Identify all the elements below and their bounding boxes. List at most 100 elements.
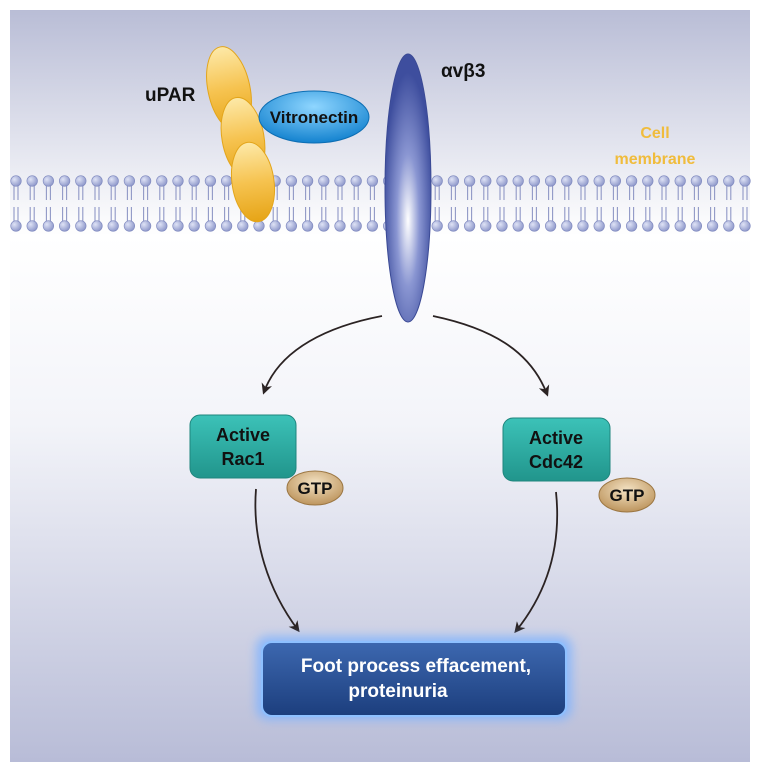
lipid-head xyxy=(91,175,103,187)
lipid-head xyxy=(42,220,55,232)
lipid-head xyxy=(431,220,443,232)
lipid-head xyxy=(528,175,541,187)
lipid-head xyxy=(464,175,476,187)
lipid-head xyxy=(221,175,233,187)
phospholipid xyxy=(642,175,654,232)
phospholipid xyxy=(625,175,638,232)
phospholipid xyxy=(544,175,557,232)
lipid-head xyxy=(739,220,751,232)
membrane-label-line2: membrane xyxy=(615,151,696,168)
upar-label: uPAR xyxy=(145,85,196,106)
phospholipid xyxy=(221,175,233,232)
lipid-head xyxy=(723,220,735,232)
phospholipid xyxy=(431,175,443,232)
lipid-head xyxy=(123,175,135,187)
lipid-head xyxy=(302,220,314,232)
phospholipid xyxy=(658,175,670,232)
upar-receptor xyxy=(206,46,276,223)
lipid-head xyxy=(674,220,686,232)
lipid-head xyxy=(544,220,557,232)
lipid-head xyxy=(366,175,379,187)
membrane-label-line1: Cell xyxy=(640,125,669,142)
phospholipid xyxy=(690,175,703,232)
lipid-head xyxy=(642,220,654,232)
lipid-head xyxy=(318,175,330,187)
active-rac1-node: Active Rac1 xyxy=(189,414,297,479)
arrow-integrin-to-cdc42 xyxy=(432,315,550,397)
lipid-head xyxy=(577,220,589,232)
phospholipid xyxy=(156,175,168,232)
lipid-head xyxy=(561,220,573,232)
lipid-head xyxy=(237,220,249,232)
lipid-head xyxy=(561,175,573,187)
lipid-head xyxy=(496,175,508,187)
lipid-head xyxy=(512,175,524,187)
lipid-head xyxy=(690,220,703,232)
lipid-head xyxy=(739,175,751,187)
lipid-head xyxy=(302,175,314,187)
cdc42-label-line2: Cdc42 xyxy=(529,452,583,472)
upar-domain-3 xyxy=(230,141,276,223)
phospholipid xyxy=(302,175,314,232)
lipid-head xyxy=(221,220,233,232)
phospholipid xyxy=(464,175,476,232)
gtp-left-node: GTP xyxy=(286,470,344,506)
phospholipid xyxy=(123,175,135,232)
lipid-head xyxy=(334,175,346,187)
phospholipid xyxy=(593,175,605,232)
gtp-left-shape xyxy=(286,470,344,506)
lipid-head xyxy=(318,220,330,232)
phospholipid xyxy=(350,175,362,232)
integrin-avb3-shape xyxy=(384,53,432,323)
lipid-head xyxy=(706,175,719,187)
cdc42-box xyxy=(502,417,611,482)
lipid-head xyxy=(690,175,703,187)
phospholipid xyxy=(561,175,573,232)
phospholipid xyxy=(204,175,216,232)
lipid-head xyxy=(366,220,379,232)
lipid-head xyxy=(577,175,589,187)
lipid-head xyxy=(10,175,22,187)
lipid-head xyxy=(674,175,686,187)
lipid-head xyxy=(350,220,362,232)
lipid-head xyxy=(75,220,87,232)
phospholipid xyxy=(674,175,686,232)
lipid-head xyxy=(431,175,443,187)
rac1-box xyxy=(189,414,297,479)
arrow-cdc42-to-outcome xyxy=(514,491,559,634)
phospholipid xyxy=(723,175,735,232)
rac1-label-line2: Rac1 xyxy=(221,449,264,469)
arrow-integrin-to-rac1 xyxy=(261,315,383,395)
phospholipid xyxy=(91,175,103,232)
outcome-box xyxy=(261,641,567,717)
phospholipid xyxy=(447,175,460,232)
phospholipid xyxy=(609,175,622,232)
gtp-right-node: GTP xyxy=(598,477,656,513)
lipid-head xyxy=(593,220,605,232)
phospholipid xyxy=(107,175,119,232)
lipid-head xyxy=(447,220,460,232)
phospholipid xyxy=(706,175,719,232)
phospholipid xyxy=(528,175,541,232)
active-cdc42-node: Active Cdc42 xyxy=(502,417,611,482)
lipid-head xyxy=(658,220,670,232)
lipid-head xyxy=(58,220,71,232)
phospholipid xyxy=(75,175,87,232)
lipid-head xyxy=(350,175,362,187)
integrin-label: αvβ3 xyxy=(441,61,485,82)
lipid-head xyxy=(107,220,119,232)
lipid-head xyxy=(723,175,735,187)
lipid-head xyxy=(188,220,200,232)
lipid-head xyxy=(26,220,38,232)
lipid-head xyxy=(334,220,346,232)
lipid-head xyxy=(269,220,281,232)
lipid-head xyxy=(156,175,168,187)
lipid-head xyxy=(42,175,55,187)
lipid-head xyxy=(172,220,184,232)
lipid-head xyxy=(593,175,605,187)
lipid-head xyxy=(285,220,298,232)
phospholipid xyxy=(285,175,298,232)
vitronectin-label: Vitronectin xyxy=(270,108,358,127)
lipid-head xyxy=(204,175,216,187)
phospholipid xyxy=(577,175,589,232)
